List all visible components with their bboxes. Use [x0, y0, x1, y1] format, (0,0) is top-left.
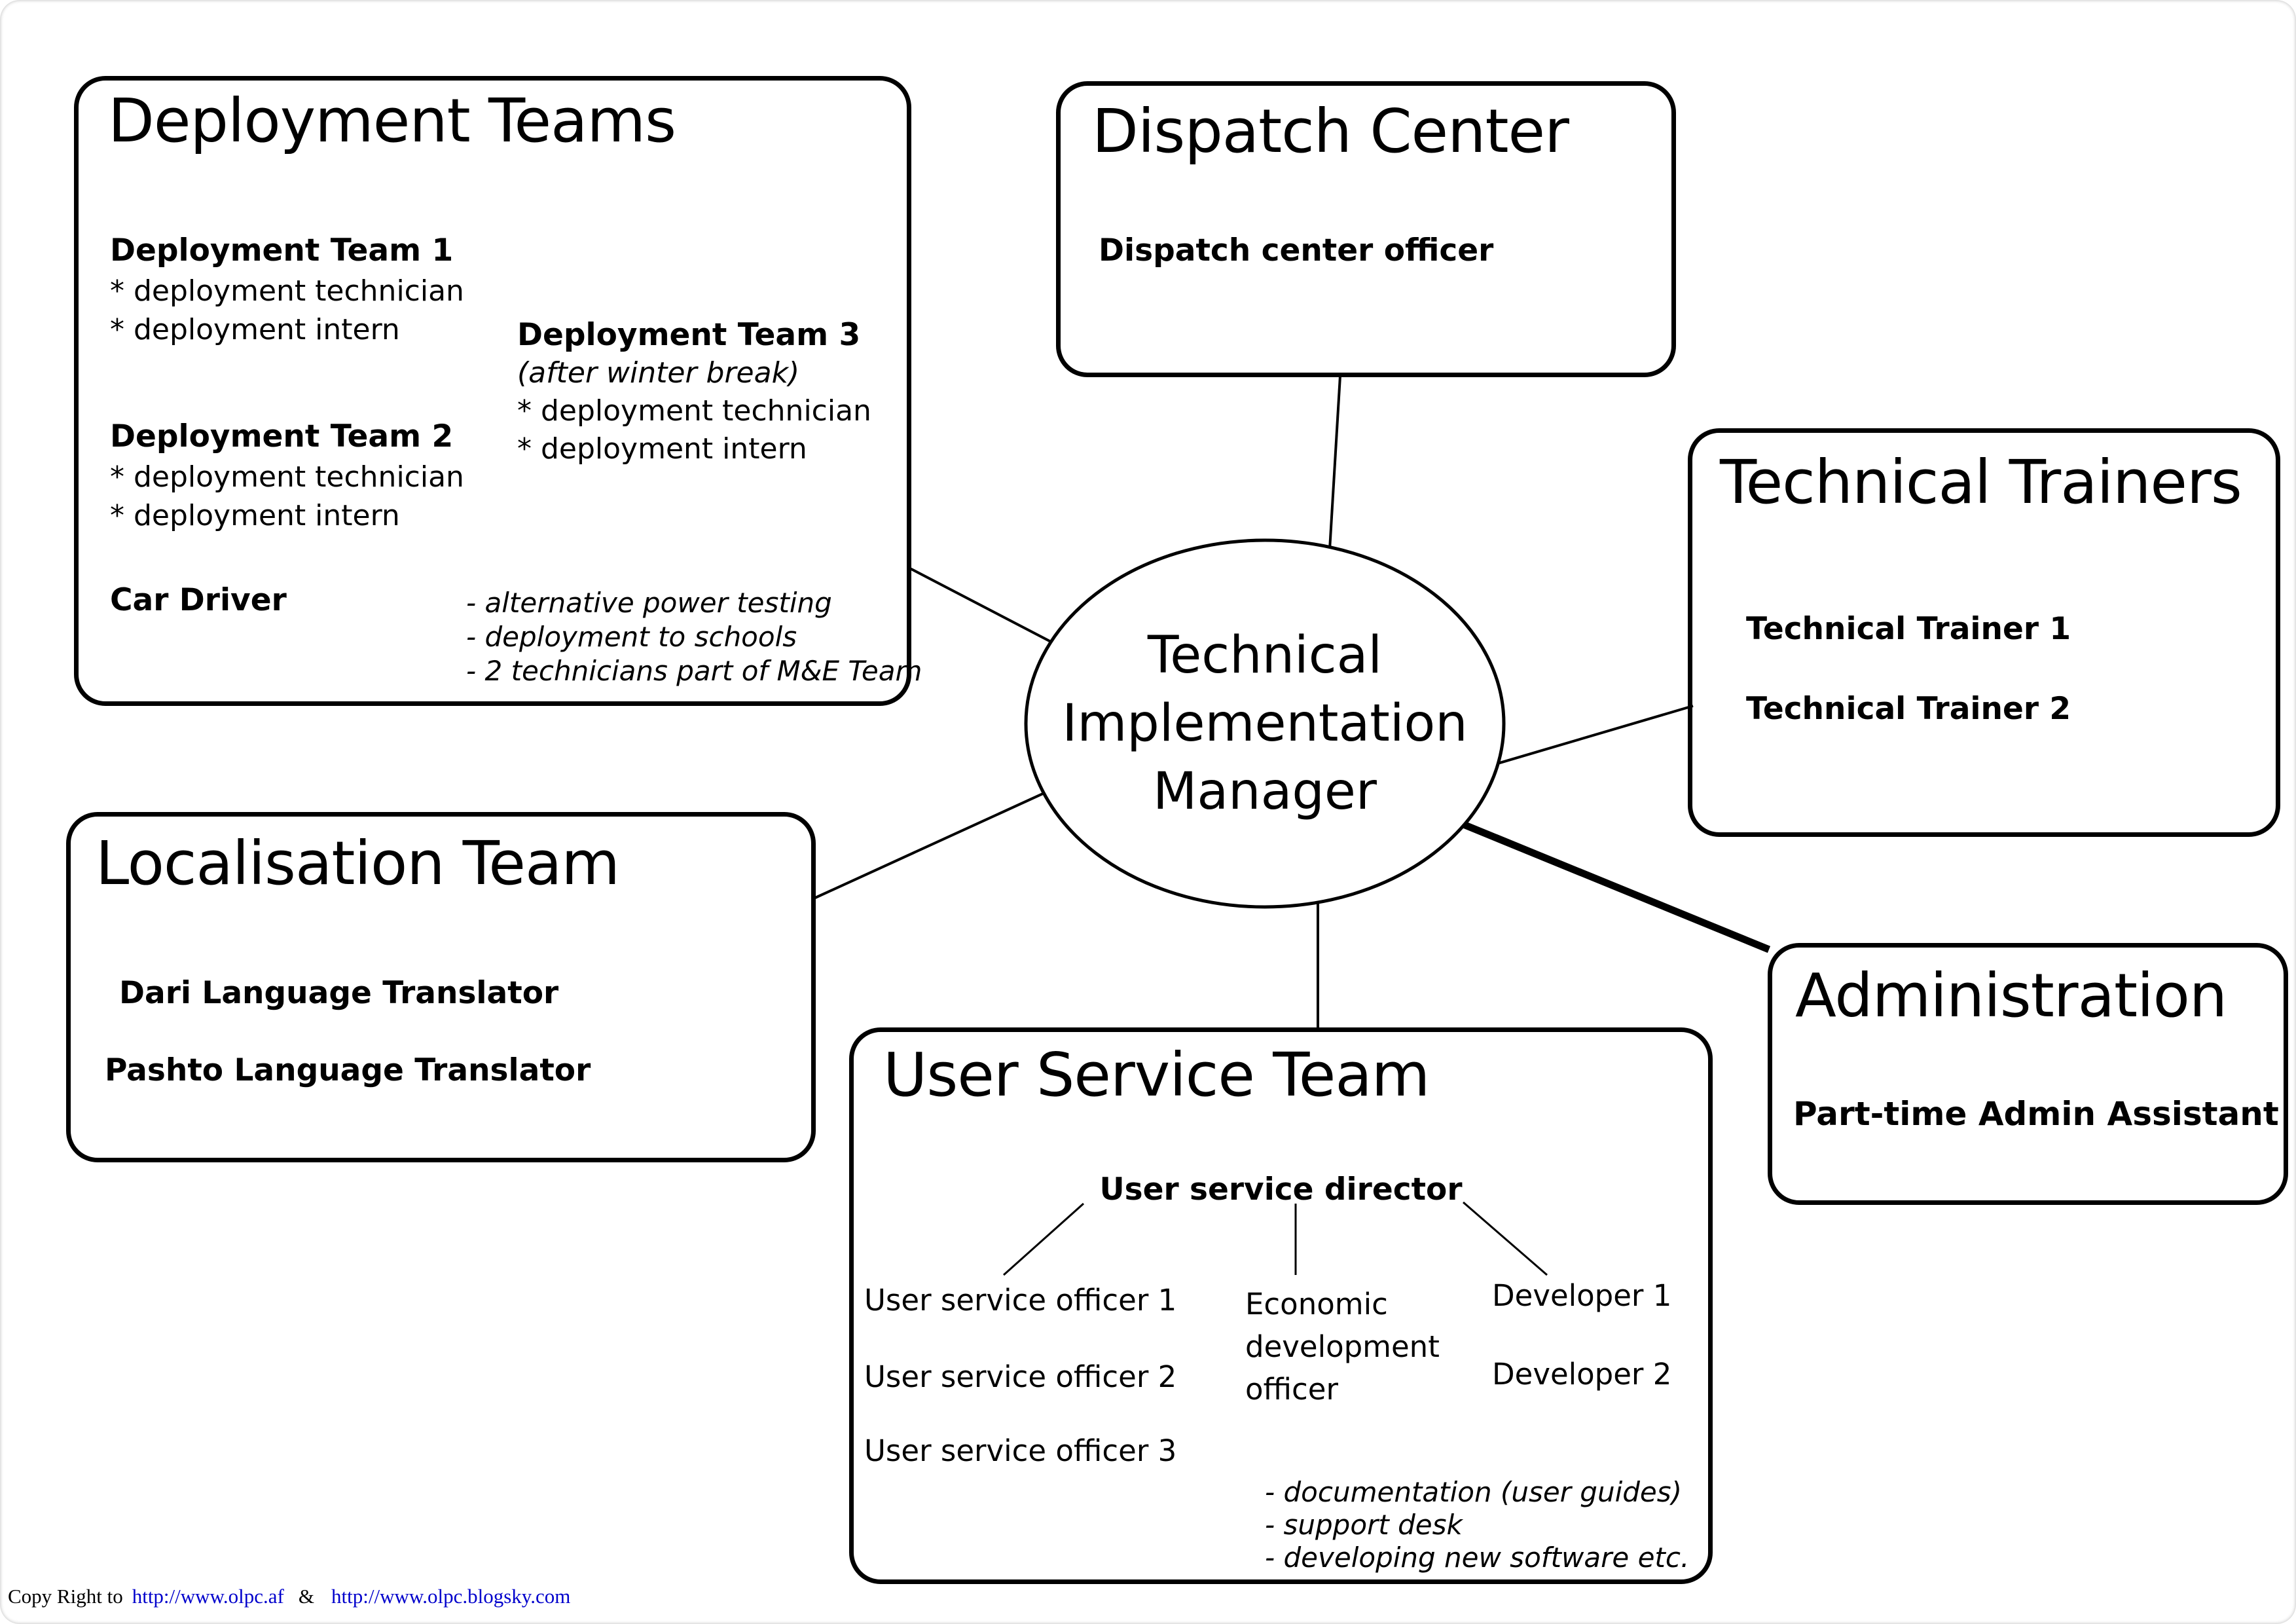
localisation-team-box: Localisation Team Dari Language Translat… — [66, 812, 816, 1162]
deployment-teams-box: Deployment Teams Deployment Team 1 * dep… — [74, 76, 922, 706]
copyright-prefix: Copy Right to — [8, 1585, 123, 1608]
dispatch-center-box: Dispatch Center Dispatch center officer — [1056, 81, 1676, 377]
car-driver-label: Car Driver — [110, 582, 287, 618]
olpc-blogsky-link[interactable]: http://www.olpc.blogsky.com — [331, 1585, 571, 1608]
center-label-line2: Implementation — [1062, 694, 1468, 753]
deployment-team3-heading: Deployment Team 3 — [517, 317, 861, 353]
deployment-team1-item1: * deployment technician — [110, 274, 464, 308]
technical-trainer2-label: Technical Trainer 2 — [1746, 691, 2071, 727]
copyright-footer: Copy Right to http://www.olpc.af&http://w… — [8, 1585, 570, 1608]
deployment-note-2: - deployment to schools — [466, 621, 797, 653]
deployment-team2-item2: * deployment intern — [110, 499, 400, 532]
dispatch-center-title: Dispatch Center — [1092, 96, 1569, 166]
dispatch-center-officer-label: Dispatch center officer — [1099, 232, 1494, 268]
user-service-note-3: - developing new software etc. — [1265, 1541, 1690, 1574]
developer1-label: Developer 1 — [1492, 1278, 1672, 1313]
copyright-separator: & — [298, 1585, 314, 1608]
olpc-af-link[interactable]: http://www.olpc.af — [132, 1585, 284, 1608]
deployment-team1-group: Deployment Team 1 * deployment technicia… — [110, 230, 464, 349]
deployment-note-1: - alternative power testing — [466, 587, 832, 619]
dari-translator-label: Dari Language Translator — [119, 975, 559, 1011]
localisation-team-title: Localisation Team — [96, 828, 620, 898]
administration-title: Administration — [1795, 961, 2227, 1031]
technical-implementation-manager-label: Technical Implementation Manager — [1026, 621, 1504, 826]
user-service-team-title: User Service Team — [883, 1040, 1430, 1110]
deployment-note-3: - 2 technicians part of M&E Team — [466, 655, 922, 687]
technical-trainer1-label: Technical Trainer 1 — [1746, 611, 2071, 647]
director-to-officers-line — [1003, 1202, 1084, 1276]
deployment-team1-item2: * deployment intern — [110, 313, 400, 346]
user-service-director-label: User service director — [1099, 1172, 1463, 1208]
director-to-developers-line — [1463, 1201, 1548, 1276]
admin-assistant-label: Part-time Admin Assistant — [1793, 1095, 2279, 1133]
developer2-label: Developer 2 — [1492, 1357, 1672, 1392]
user-service-notes-group: - documentation (user guides) - support … — [1265, 1476, 1689, 1574]
administration-box: Administration Part-time Admin Assistant — [1768, 943, 2288, 1205]
user-service-officer2-label: User service officer 2 — [864, 1359, 1177, 1394]
deployment-team1-heading: Deployment Team 1 — [110, 232, 454, 268]
technical-trainers-title: Technical Trainers — [1720, 447, 2242, 517]
technical-trainers-box: Technical Trainers Technical Trainer 1 T… — [1688, 428, 2280, 837]
user-service-officer1-label: User service officer 1 — [864, 1283, 1177, 1318]
deployment-team2-item1: * deployment technician — [110, 460, 464, 494]
deployment-team3-group: Deployment Team 3 (after winter break) *… — [517, 316, 871, 468]
user-service-team-box: User Service Team User service director … — [849, 1027, 1713, 1584]
economic-development-officer-label: Economic development officer — [1245, 1287, 1440, 1407]
deployment-team2-group: Deployment Team 2 * deployment technicia… — [110, 416, 464, 535]
deployment-team3-item2: * deployment intern — [517, 432, 807, 466]
deployment-notes-group: - alternative power testing - deployment… — [466, 586, 922, 688]
user-service-officer3-label: User service officer 3 — [864, 1433, 1177, 1468]
center-label-line3: Manager — [1153, 762, 1377, 821]
pashto-translator-label: Pashto Language Translator — [105, 1052, 591, 1088]
deployment-teams-title: Deployment Teams — [108, 86, 676, 156]
center-label-line1: Technical — [1147, 626, 1383, 685]
user-service-note-1: - documentation (user guides) — [1265, 1476, 1683, 1508]
user-service-note-2: - support desk — [1265, 1509, 1463, 1541]
deployment-team3-item1: * deployment technician — [517, 394, 871, 428]
deployment-team3-note: (after winter break) — [517, 356, 800, 390]
deployment-team2-heading: Deployment Team 2 — [110, 418, 454, 454]
manager-ellipse — [1024, 538, 1506, 909]
